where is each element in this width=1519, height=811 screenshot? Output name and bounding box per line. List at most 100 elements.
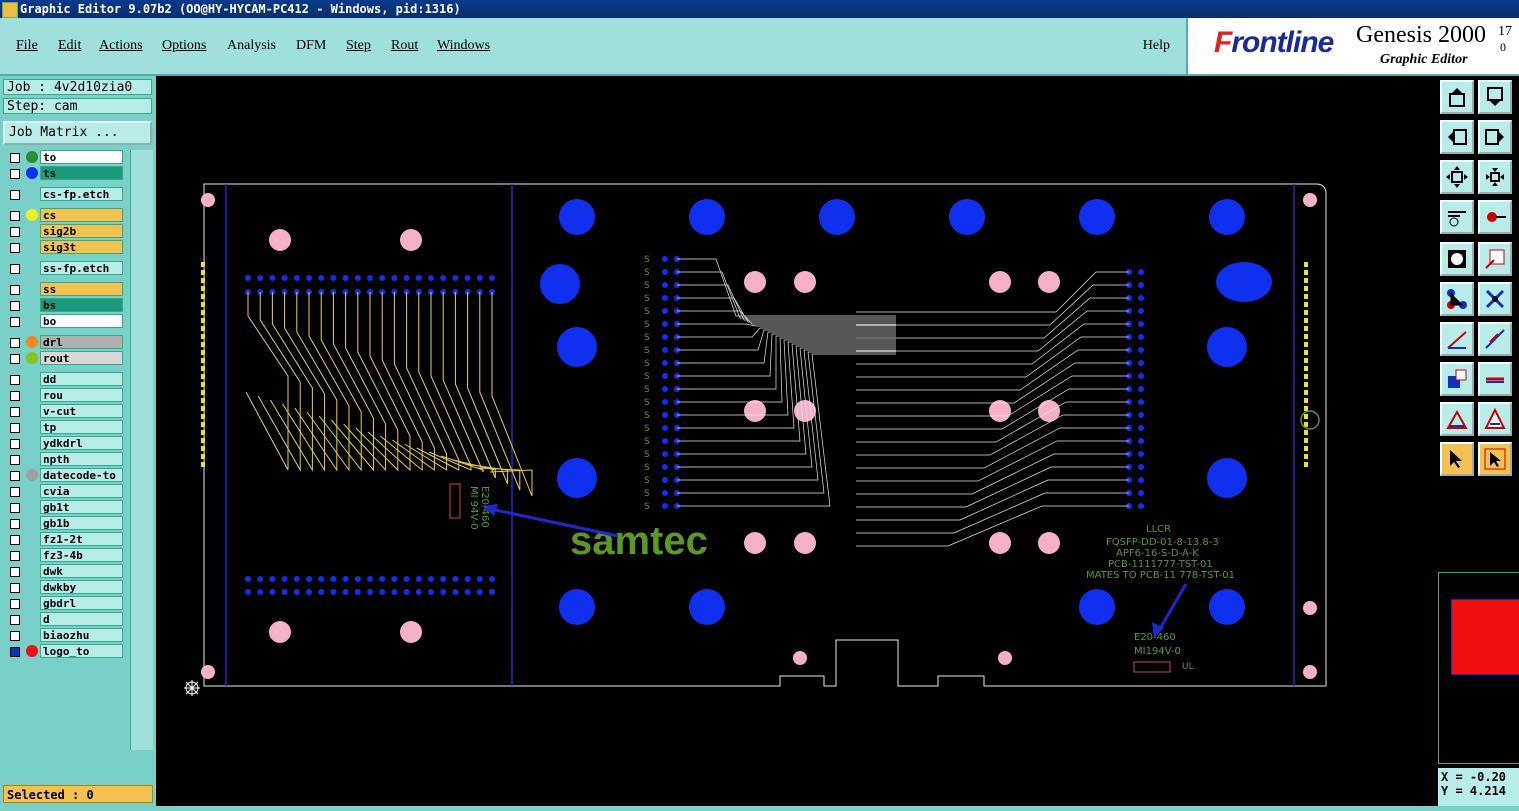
layer-row-sig2b[interactable]: sig2b	[4, 224, 126, 239]
layer-name[interactable]: bo	[40, 314, 123, 328]
layer-checkbox[interactable]	[10, 317, 20, 327]
zoom-fit-button[interactable]	[1440, 160, 1474, 194]
layer-color-dot[interactable]	[26, 167, 38, 179]
layer-checkbox[interactable]	[10, 243, 20, 253]
layer-row-drl[interactable]: drl	[4, 335, 126, 350]
layer-checkbox[interactable]	[10, 599, 20, 609]
pad-tool-button[interactable]	[1440, 242, 1474, 276]
pan-up-button[interactable]	[1440, 80, 1474, 114]
select-box-button[interactable]	[1440, 362, 1474, 396]
layer-checkbox[interactable]	[10, 190, 20, 200]
menu-file[interactable]: File	[16, 38, 38, 53]
layer-row-datecode-to[interactable]: datecode-to	[4, 468, 126, 483]
layer-scrollbar[interactable]	[130, 150, 153, 750]
layer-row-gb1t[interactable]: gb1t	[4, 500, 126, 515]
snap-tool-button[interactable]	[1478, 200, 1512, 234]
layer-name[interactable]: cs-fp.etch	[40, 187, 123, 201]
layer-row-ydkdrl[interactable]: ydkdrl	[4, 436, 126, 451]
hline-tool-button[interactable]	[1478, 362, 1512, 396]
pointer-tool-button[interactable]	[1440, 442, 1474, 476]
layer-name[interactable]: npth	[40, 452, 123, 466]
layer-name[interactable]: to	[40, 150, 123, 164]
layer-name[interactable]: logo_to	[40, 644, 123, 658]
layer-checkbox[interactable]	[10, 354, 20, 364]
menu-options[interactable]: Options	[162, 38, 207, 53]
menu-dfm[interactable]: DFM	[296, 38, 327, 53]
add-shape-button[interactable]	[1478, 242, 1512, 276]
layer-checkbox[interactable]	[10, 583, 20, 593]
layer-row-npth[interactable]: npth	[4, 452, 126, 467]
layer-name[interactable]: dd	[40, 372, 123, 386]
layer-row-fz3-4b[interactable]: fz3-4b	[4, 548, 126, 563]
layer-row-ss[interactable]: ss	[4, 282, 126, 297]
select-tool-button[interactable]	[1478, 442, 1512, 476]
layer-checkbox[interactable]	[10, 455, 20, 465]
layer-row-fz1-2t[interactable]: fz1-2t	[4, 532, 126, 547]
layer-checkbox[interactable]	[10, 153, 20, 163]
layer-checkbox[interactable]	[10, 535, 20, 545]
warning-tool-button[interactable]	[1478, 402, 1512, 436]
layer-row-gb1b[interactable]: gb1b	[4, 516, 126, 531]
layer-name[interactable]: gb1t	[40, 500, 123, 514]
layer-row-cs-fp.etch[interactable]: cs-fp.etch	[4, 187, 126, 202]
connect-tool-button[interactable]	[1440, 282, 1474, 316]
layer-checkbox[interactable]	[10, 301, 20, 311]
pan-down-button[interactable]	[1478, 80, 1512, 114]
layer-row-d[interactable]: d	[4, 612, 126, 627]
overview-map[interactable]	[1438, 572, 1519, 764]
layer-row-v-cut[interactable]: v-cut	[4, 404, 126, 419]
pan-left-button[interactable]	[1440, 120, 1474, 154]
menu-step[interactable]: Step	[346, 38, 371, 53]
cross-tool-button[interactable]	[1478, 282, 1512, 316]
layer-row-rout[interactable]: rout	[4, 351, 126, 366]
line-tool-button[interactable]	[1440, 322, 1474, 356]
layer-name[interactable]: ydkdrl	[40, 436, 123, 450]
layer-checkbox[interactable]	[10, 503, 20, 513]
layer-row-dwkby[interactable]: dwkby	[4, 580, 126, 595]
layer-name[interactable]: bs	[40, 298, 123, 312]
layer-row-rou[interactable]: rou	[4, 388, 126, 403]
layer-checkbox[interactable]	[10, 407, 20, 417]
layer-color-dot[interactable]	[26, 336, 38, 348]
layer-checkbox[interactable]	[10, 285, 20, 295]
layer-checkbox[interactable]	[10, 211, 20, 221]
layer-checkbox[interactable]	[10, 338, 20, 348]
layer-checkbox[interactable]	[10, 615, 20, 625]
layer-name[interactable]: d	[40, 612, 123, 626]
layer-row-bo[interactable]: bo	[4, 314, 126, 329]
pan-right-button[interactable]	[1478, 120, 1512, 154]
layer-name[interactable]: dwk	[40, 564, 123, 578]
layer-name[interactable]: dwkby	[40, 580, 123, 594]
layer-name[interactable]: ss-fp.etch	[40, 261, 123, 275]
menu-actions[interactable]: Actions	[99, 38, 143, 53]
layer-checkbox[interactable]	[10, 423, 20, 433]
layer-row-ss-fp.etch[interactable]: ss-fp.etch	[4, 261, 126, 276]
layer-color-dot[interactable]	[26, 469, 38, 481]
layer-checkbox[interactable]	[10, 391, 20, 401]
layer-name[interactable]: cvia	[40, 484, 123, 498]
menu-analysis[interactable]: Analysis	[227, 38, 276, 53]
layer-name[interactable]: sig3t	[40, 240, 123, 254]
layer-name[interactable]: datecode-to	[40, 468, 123, 482]
layer-row-to[interactable]: to	[4, 150, 126, 165]
layer-checkbox[interactable]	[10, 567, 20, 577]
layer-checkbox[interactable]	[10, 471, 20, 481]
layer-name[interactable]: ss	[40, 282, 123, 296]
menu-rout[interactable]: Rout	[391, 38, 419, 53]
layer-row-cvia[interactable]: cvia	[4, 484, 126, 499]
layer-name[interactable]: ts	[40, 166, 123, 180]
layer-name[interactable]: fz1-2t	[40, 532, 123, 546]
layer-checkbox[interactable]	[10, 519, 20, 529]
layer-row-sig3t[interactable]: sig3t	[4, 240, 126, 255]
layer-color-dot[interactable]	[26, 209, 38, 221]
layer-checkbox[interactable]	[10, 551, 20, 561]
layer-checkbox[interactable]	[10, 631, 20, 641]
layer-checkbox[interactable]	[10, 439, 20, 449]
layer-name[interactable]: tp	[40, 420, 123, 434]
layer-row-ts[interactable]: ts	[4, 166, 126, 181]
layer-checkbox[interactable]	[10, 227, 20, 237]
layer-name[interactable]: rout	[40, 351, 123, 365]
layer-name[interactable]: gbdrl	[40, 596, 123, 610]
layer-checkbox[interactable]	[10, 647, 20, 657]
